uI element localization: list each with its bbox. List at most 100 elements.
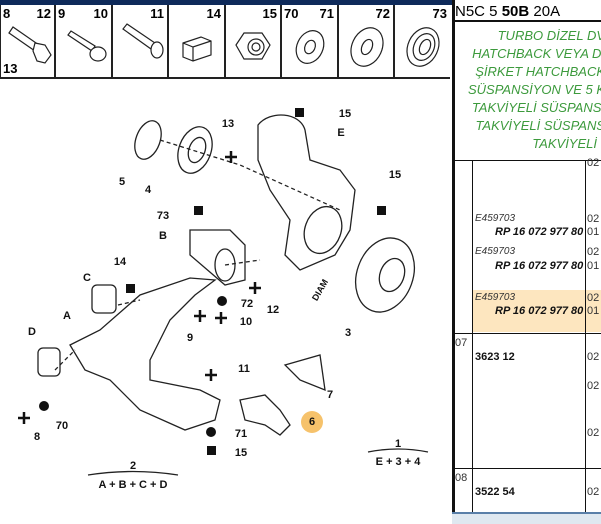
callout-11[interactable]: 11 [238,363,250,375]
quantity: 02 [587,486,600,498]
row-divider [452,333,601,334]
bushing-d-part [37,347,61,377]
large-washer-icon [350,27,384,67]
callout-12[interactable]: 12 [266,304,280,316]
callout-2[interactable]: 2 [129,460,137,472]
wishbone-part [69,277,221,431]
row-number: 08 [455,472,468,484]
steering-knuckle-part [257,114,356,271]
bracket-part [283,354,326,392]
quantity: 02 [587,380,600,392]
part-cell-flanged-washer[interactable]: 73 [395,5,450,77]
callout-3[interactable]: 3 [344,327,352,339]
part-number: 13 [3,61,18,76]
callout-13[interactable]: 13 [221,118,235,130]
reference-code[interactable]: E459703 [475,246,516,257]
part-number: 10 [93,6,108,21]
row-divider [452,160,601,161]
callout-73[interactable]: 73 [156,210,170,222]
small-washer-icon [295,30,325,64]
col-divider [585,160,586,512]
quantity: 02 [587,157,600,169]
flanged-washer-icon [406,27,440,67]
part-cell-hex-bolt[interactable]: 8 12 13 [0,5,56,77]
quantity: 02 [587,246,600,258]
part-number: 14 [206,6,221,21]
callout-9[interactable]: 9 [186,332,194,344]
callout-6-highlighted[interactable]: 6 [301,411,323,433]
callout-A[interactable]: A [63,310,71,322]
callout-4[interactable]: 4 [144,184,152,196]
fastener-marker [207,446,216,455]
part-number: 12 [36,6,51,21]
hex-bolt-icon [8,26,52,64]
note-line: TAKVİYELİ SÜSPANS [475,118,601,133]
exploded-view-drawing [18,108,429,476]
fastener-marker [295,108,304,117]
callout-8[interactable]: 8 [33,431,41,443]
socket-bolt-icon [122,23,164,59]
callout-72[interactable]: 72 [240,298,254,310]
part-cell-lock-nut[interactable]: 15 [226,5,282,77]
callout-14[interactable]: 14 [113,256,127,268]
part-code[interactable]: 3623 12 [475,351,515,363]
part-number[interactable]: RP 16 072 977 80 [495,305,584,317]
header-code: N5C 5 [455,3,502,20]
part-number: 15 [262,6,277,21]
quantity: 01 [587,226,600,238]
assembly-1-contents: E + 3 + 4 [375,456,421,468]
bearing-part [177,126,213,174]
callout-7[interactable]: 7 [326,389,334,401]
part-cell-large-washer[interactable]: 72 [339,5,395,77]
reference-code[interactable]: E459703 [475,292,516,303]
reference-code[interactable]: E459703 [475,213,516,224]
callout-70[interactable]: 70 [55,420,69,432]
callout-10[interactable]: 10 [239,316,253,328]
ball-joint-part [239,394,291,436]
header-code-bold: 50B [501,3,530,20]
part-number[interactable]: RP 16 072 977 80 [495,260,584,272]
notes-block: TURBO DİZEL DV HATCHBACK VEYA Dİ ŞİRKET … [452,26,601,156]
callout-B[interactable]: B [159,230,167,242]
lock-nut-icon [235,32,271,60]
top-bar [0,0,452,5]
part-number: 8 [3,6,11,21]
front-bushing-part [91,284,117,314]
wheel-hub-part [355,237,415,313]
part-cell-round-head-bolt[interactable]: 9 10 [56,5,113,77]
washer-marker [206,427,216,437]
part-cell-small-washer[interactable]: 70 71 [282,5,339,77]
callout-C[interactable]: C [83,272,91,284]
fastener-marker [377,206,386,215]
callout-5[interactable]: 5 [118,176,126,188]
part-cell-block-nut[interactable]: 14 [169,5,226,77]
quantity: 01 [587,260,600,272]
part-code[interactable]: 3522 54 [475,486,515,498]
parts-strip: 8 12 13 9 10 11 14 15 70 71 72 73 [0,5,450,79]
fastener-marker [194,206,203,215]
part-number: 70 [284,6,299,21]
part-number: 72 [375,6,390,21]
round-head-bolt-icon [67,30,107,62]
col-divider [472,160,473,512]
part-cell-socket-bolt[interactable]: 11 [113,5,169,77]
note-line: TAKVİYELİ SÜSPANSİ [471,100,601,115]
callout-15[interactable]: 15 [388,169,402,181]
callout-71[interactable]: 71 [234,428,248,440]
note-line: HATCHBACK VEYA Dİ [472,46,601,61]
parts-table: N5C 5 50B 20A TURBO DİZEL DV HATCHBACK V… [452,0,601,524]
selected-row-highlight[interactable] [472,290,601,332]
callout-E[interactable]: E [337,127,345,139]
bottom-bar [452,512,601,524]
part-number: 71 [319,6,334,21]
quantity: 02 [587,213,600,225]
callout-15[interactable]: 15 [234,447,248,459]
callout-1[interactable]: 1 [394,438,402,450]
note-line: TURBO DİZEL DV [497,28,601,43]
part-number: 9 [58,6,66,21]
callout-15[interactable]: 15 [338,108,352,120]
part-number[interactable]: RP 16 072 977 80 [495,226,584,238]
part-number: 11 [150,6,164,21]
callout-D[interactable]: D [28,326,36,338]
quantity: 02 [587,427,600,439]
